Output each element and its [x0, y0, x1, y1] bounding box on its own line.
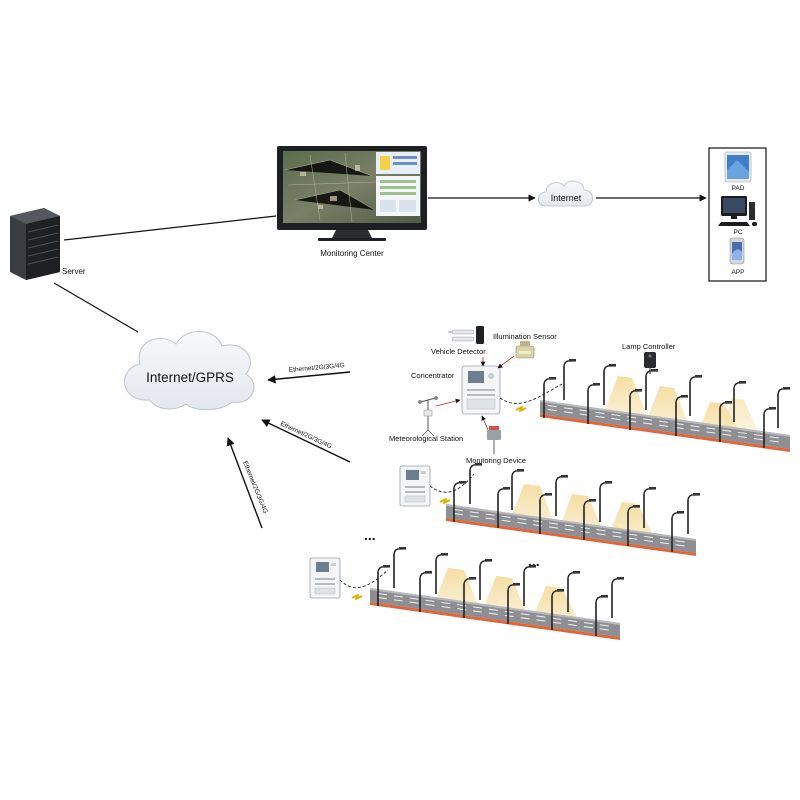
ellipsis-right: ... — [528, 553, 540, 569]
illumination-sensor-label: Illumination Sensor — [493, 332, 557, 341]
meteorological-station-icon — [418, 396, 438, 437]
street-row-3 — [369, 546, 625, 641]
ethernet-label-3: Ethernet/2G/3G/4G — [241, 460, 268, 515]
link-row3-gprs — [226, 437, 263, 529]
monitoring-device-icon — [487, 426, 501, 454]
ethernet-label-2: Ethernet/2G/3G/4G — [279, 420, 333, 450]
gprs-label: Internet/GPRS — [146, 370, 234, 385]
ethernet-label-1: Ethernet/2G/3G/4G — [289, 362, 345, 374]
server-label: Server — [62, 267, 86, 276]
concentrator-device-row-2-icon — [399, 465, 431, 507]
cable-row-2 — [429, 473, 475, 493]
illumination-sensor-icon — [515, 341, 535, 359]
concentrator-device-row-3-icon — [309, 557, 341, 599]
gprs-cloud-icon — [124, 331, 255, 411]
monitoring-center-label: Monitoring Center — [320, 249, 384, 258]
pc-icon — [718, 196, 757, 226]
concentrator-label: Concentrator — [411, 371, 455, 380]
pad-label: PAD — [732, 185, 745, 192]
link-meteorological-concentrator — [435, 398, 461, 407]
lamp-controller-icon — [644, 352, 656, 374]
ellipsis-left: ... — [364, 527, 376, 543]
cable-row-1 — [499, 383, 563, 404]
internet-cloud-icon — [537, 180, 593, 207]
pc-label: PC — [733, 229, 742, 236]
server-icon — [10, 208, 60, 280]
tablet-icon — [724, 151, 752, 183]
phone-icon — [729, 237, 745, 265]
link-row1-gprs — [267, 371, 351, 384]
link-server-monitor — [63, 215, 277, 241]
monitoring-device-label: Monitoring Device — [466, 456, 526, 465]
link-row2-gprs — [261, 419, 351, 463]
link-illumination-concentrator — [497, 355, 515, 369]
monitor-icon — [277, 146, 427, 241]
link-monitoring-concentrator — [481, 415, 489, 431]
concentrator-device-icon — [461, 365, 501, 415]
vehicle-detector-icon — [448, 326, 484, 344]
app-label: APP — [731, 269, 744, 276]
cable-row-3 — [339, 569, 389, 589]
internet-label: Internet — [551, 193, 582, 203]
lamp-controller-label: Lamp Controller — [622, 342, 676, 351]
meteorological-station-label: Meteorological Station — [389, 434, 463, 443]
street-row-1 — [539, 358, 791, 453]
link-server-gprs — [53, 282, 139, 333]
street-row-2 — [445, 462, 701, 557]
vehicle-detector-label: Vehicle Detector — [431, 347, 486, 356]
